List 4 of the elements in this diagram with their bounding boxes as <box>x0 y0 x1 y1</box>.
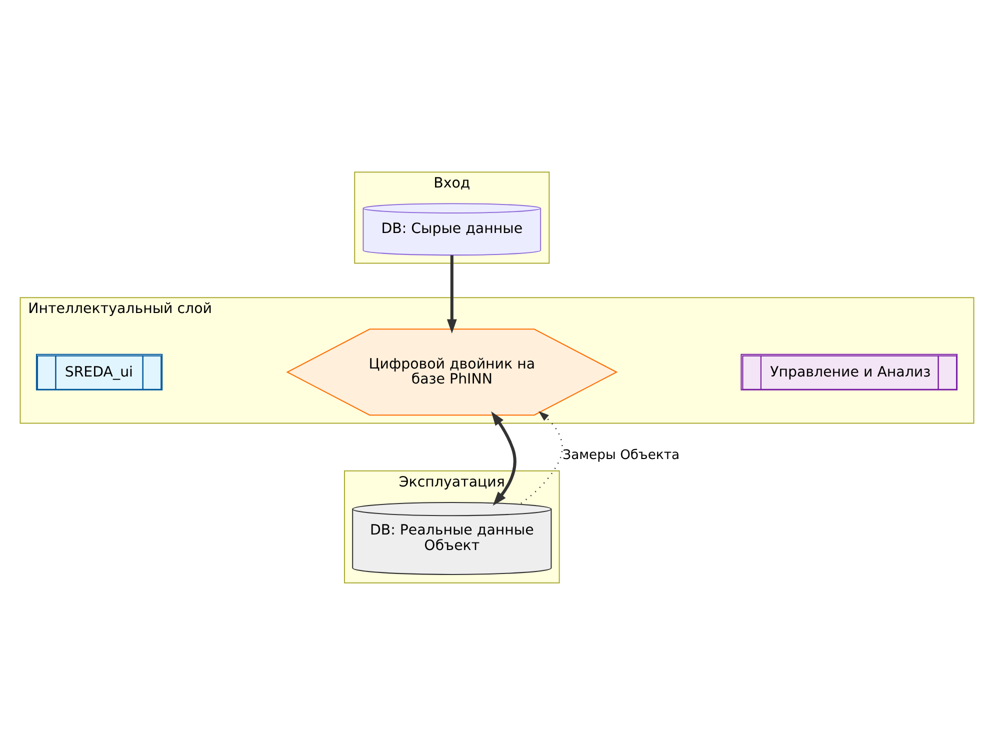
arrow <box>520 410 563 504</box>
edge-label: Замеры Объекта <box>562 448 680 463</box>
arrow <box>446 254 457 333</box>
arrow <box>491 410 516 506</box>
